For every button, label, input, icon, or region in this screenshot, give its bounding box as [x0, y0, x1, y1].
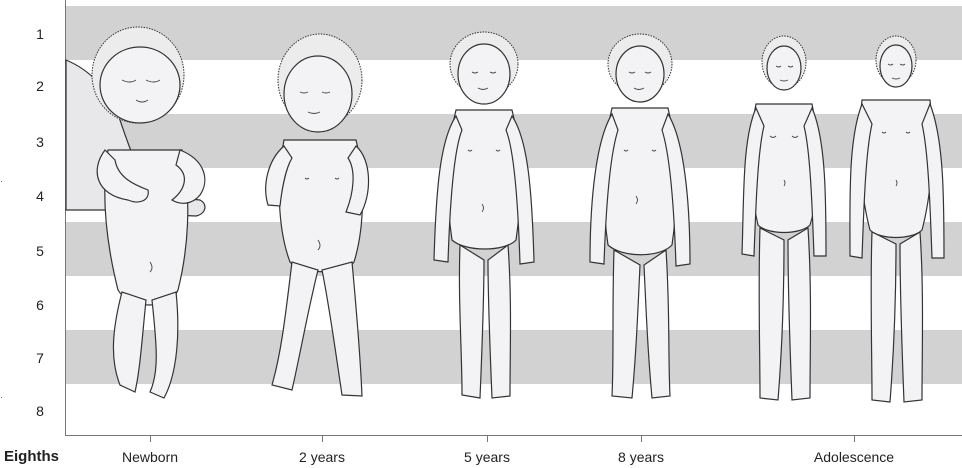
adolescent-female-figure: [742, 36, 826, 400]
two-year-old-figure: [266, 34, 369, 396]
newborn-figure: [66, 27, 205, 398]
five-year-old-figure: [434, 32, 534, 398]
eight-year-old-figure: [590, 34, 690, 398]
adolescent-male-figure: [850, 36, 944, 402]
